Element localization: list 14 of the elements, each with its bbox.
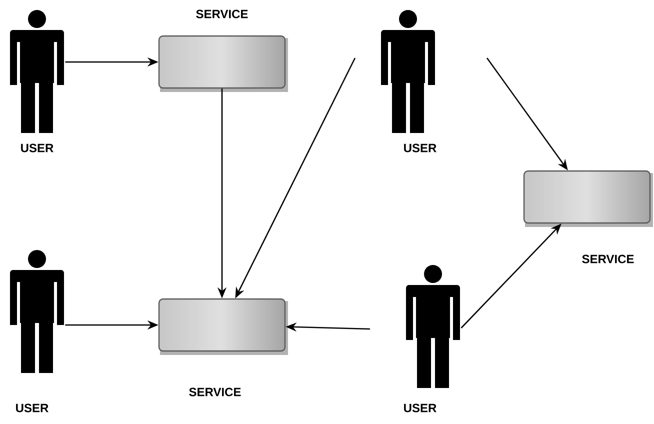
person-label: USER	[16, 404, 48, 412]
service-label: SERVICE	[582, 254, 634, 264]
person-figure	[406, 265, 460, 388]
service-box	[158, 298, 288, 355]
person-figure	[10, 250, 64, 373]
person-label: USER	[404, 144, 436, 152]
person-figure	[10, 10, 64, 133]
person-label: USER	[404, 404, 436, 412]
service-label: SERVICE	[189, 388, 241, 396]
service-box	[523, 170, 653, 227]
service-label: SERVICE	[196, 10, 248, 18]
service-box	[158, 35, 288, 92]
person-figure	[381, 10, 435, 133]
person-label: USER	[21, 144, 54, 152]
